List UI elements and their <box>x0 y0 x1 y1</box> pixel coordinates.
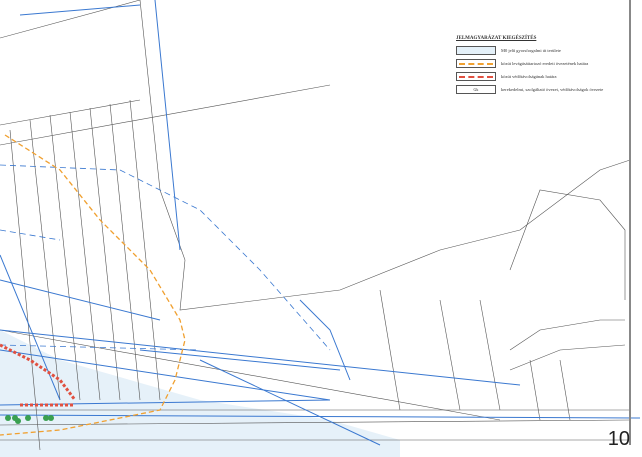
legend-label: kerekedelmi, szolgáltató övezet, védőtáv… <box>501 87 604 92</box>
blue-area-icon <box>456 46 496 55</box>
legend-item: közút védőtávolságának határa <box>456 71 626 82</box>
legend-item: Gk kerekedelmi, szolgáltató övezet, védő… <box>456 84 626 95</box>
legend-title: JELMAGYARÁZAT KIEGÉSZÍTÉS <box>456 36 537 41</box>
parcel-lines <box>0 0 631 451</box>
zone-code-box-icon: Gk <box>456 85 496 94</box>
red-dashed-line-icon <box>456 72 496 81</box>
legend: JELMAGYARÁZAT KIEGÉSZÍTÉS M0 jelű gyorsf… <box>456 36 626 97</box>
legend-label: közút védőtávolságának határa <box>501 74 557 79</box>
blue-dashed-lines <box>0 164 331 351</box>
legend-label: közút levágásáttartozó eredeti övezeténe… <box>501 61 589 66</box>
legend-label: M0 jelű gyorsforgalmi út területe <box>501 48 561 53</box>
page-number: 10 <box>607 428 630 450</box>
map-frame-border <box>629 0 631 445</box>
red-dashed-line <box>0 343 77 407</box>
orange-dashed-line-icon <box>456 59 496 68</box>
blue-road-area <box>0 330 400 457</box>
legend-item: közút levágásáttartozó eredeti övezeténe… <box>456 58 626 69</box>
orange-dashed-line <box>0 134 186 436</box>
legend-item: M0 jelű gyorsforgalmi út területe <box>456 45 626 56</box>
green-markers <box>5 415 54 424</box>
